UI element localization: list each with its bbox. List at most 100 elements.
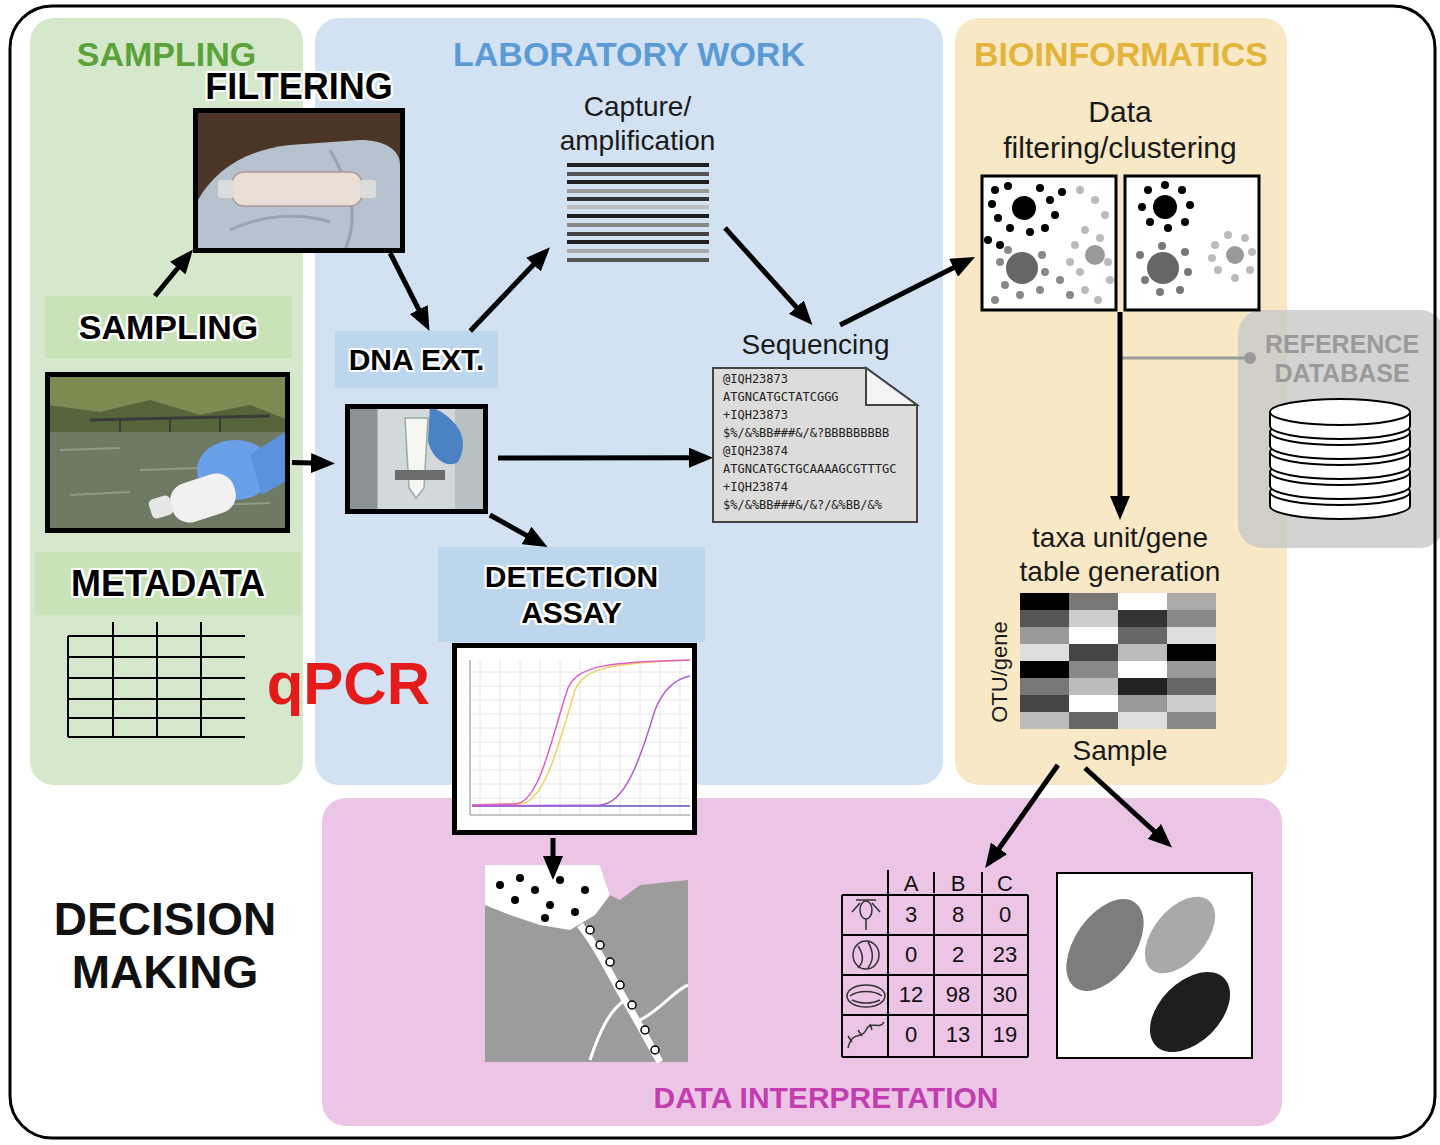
sampling-map bbox=[606, 958, 614, 966]
text-holder: 8 bbox=[934, 896, 982, 934]
sampling-map bbox=[590, 1000, 625, 1060]
sampling-map bbox=[556, 876, 564, 884]
text-holder: REFERENCE DATABASE bbox=[1244, 326, 1440, 392]
cluster-plots bbox=[1094, 296, 1102, 304]
cluster-plots bbox=[1085, 245, 1105, 265]
otu-heatmap bbox=[1167, 712, 1216, 729]
text-holder: @IQH23874 bbox=[723, 443, 913, 460]
table-cell: 19 bbox=[993, 1022, 1017, 1048]
photo-box: FILTERING bbox=[193, 76, 405, 253]
column-header: A bbox=[904, 871, 919, 897]
cluster-plots bbox=[1184, 268, 1192, 276]
cluster-plots bbox=[1004, 182, 1012, 190]
table-cell: 0 bbox=[999, 902, 1011, 928]
amplicon-stripes bbox=[567, 249, 709, 253]
sampling-map bbox=[586, 926, 594, 934]
otu-heatmap bbox=[1118, 661, 1167, 678]
text-holder: 30 bbox=[982, 976, 1028, 1014]
cluster-plots bbox=[1076, 186, 1084, 194]
otu-heatmap bbox=[1020, 678, 1069, 695]
stage-panel: Data filtering/clusteringtaxa unit/gene … bbox=[955, 18, 1287, 785]
axis-label: Sample bbox=[1073, 734, 1168, 768]
cluster-plots bbox=[991, 186, 999, 194]
text-holder: 3 bbox=[888, 896, 934, 934]
otu-heatmap bbox=[1020, 627, 1069, 644]
panel-heading: REFERENCE DATABASE bbox=[1248, 330, 1436, 388]
cluster-plots bbox=[991, 246, 1074, 304]
qpcr-amplification-plot bbox=[472, 660, 690, 805]
text-holder: 2 bbox=[934, 936, 982, 974]
cluster-plots bbox=[1006, 252, 1038, 284]
sampling-map bbox=[485, 865, 688, 1062]
otu-heatmap bbox=[1167, 610, 1216, 627]
cluster-plots bbox=[1231, 274, 1239, 282]
text-holder: FILTERING bbox=[193, 68, 405, 106]
otu-heatmap bbox=[1167, 644, 1216, 661]
sampling-map bbox=[600, 865, 688, 900]
qpcr-amplification-plot bbox=[455, 646, 695, 833]
shape-outline bbox=[30, 18, 303, 785]
flow-arrow bbox=[155, 267, 179, 296]
filter-photo bbox=[196, 111, 403, 251]
text-holder: 23 bbox=[982, 936, 1028, 974]
table-cell: 0 bbox=[905, 942, 917, 968]
text-holder: +IQH23873 bbox=[723, 407, 913, 424]
text-holder: B bbox=[934, 868, 982, 900]
heading-band: SAMPLING bbox=[45, 296, 292, 358]
database-panel: REFERENCE DATABASE bbox=[1238, 310, 1440, 548]
sequence-line: ATGNCATGCTGCAAAAGCGTTTGC bbox=[723, 462, 896, 476]
step-label: Sequencing bbox=[742, 328, 890, 362]
cluster-plots bbox=[1224, 231, 1232, 239]
text-holder: Sample bbox=[985, 731, 1255, 771]
otu-heatmap bbox=[1020, 644, 1069, 661]
step-heading: METADATA bbox=[71, 562, 265, 605]
sequence-line: +IQH23873 bbox=[723, 408, 788, 422]
filter-photo bbox=[196, 111, 403, 251]
cluster-plots bbox=[1036, 286, 1044, 294]
shape-fill bbox=[322, 798, 1282, 1126]
ordination-plot bbox=[1135, 957, 1245, 1067]
sampling-map bbox=[628, 1001, 636, 1009]
assay-box: DETECTION ASSAYqPCR bbox=[438, 547, 705, 837]
cluster-plots bbox=[1178, 186, 1186, 194]
amplicon-stripes bbox=[567, 197, 709, 201]
otu-heatmap bbox=[1167, 593, 1216, 610]
cluster-plots bbox=[1036, 184, 1044, 192]
cluster-plots bbox=[1181, 248, 1189, 256]
axis-label: OTU/gene bbox=[987, 621, 1013, 723]
cluster-plots bbox=[982, 176, 1116, 310]
otu-heatmap bbox=[1118, 593, 1167, 610]
sequence-line: $%/&%BB###&/&?/&%BB/&% bbox=[723, 498, 882, 512]
text-holder: 19 bbox=[982, 1016, 1028, 1054]
amplicon-stripes bbox=[567, 232, 709, 236]
text-holder: OTU/gene bbox=[986, 617, 1014, 727]
text-holder: 12 bbox=[888, 976, 934, 1014]
cluster-plots bbox=[1246, 266, 1254, 274]
cluster-plots bbox=[1208, 231, 1256, 282]
heading-band: METADATA bbox=[35, 552, 301, 615]
cluster-plots bbox=[1041, 224, 1049, 232]
text-holder: DECISION MAKING bbox=[40, 890, 290, 1002]
amplicon-stripes bbox=[567, 214, 709, 218]
filter-photo bbox=[230, 216, 330, 230]
cluster-plots bbox=[1147, 252, 1179, 284]
otu-heatmap bbox=[1069, 678, 1118, 695]
text-holder: @IQH23873 bbox=[723, 371, 913, 388]
dna-extraction-photo bbox=[348, 406, 486, 512]
cluster-plots bbox=[1141, 276, 1149, 284]
text-holder: LABORATORY WORK bbox=[315, 28, 943, 80]
otu-heatmap bbox=[1020, 593, 1069, 610]
cluster-plots bbox=[1096, 234, 1104, 242]
filter-photo bbox=[198, 140, 400, 250]
table-cell: 98 bbox=[946, 982, 970, 1008]
otu-heatmap bbox=[1118, 610, 1167, 627]
cluster-plots bbox=[1156, 288, 1164, 296]
table-cell: 30 bbox=[993, 982, 1017, 1008]
fastq-document bbox=[713, 368, 917, 522]
process-step: taxa unit/gene table generationOTU/geneS… bbox=[985, 520, 1255, 765]
table-cell: 12 bbox=[899, 982, 923, 1008]
outer-frame bbox=[10, 6, 1435, 1138]
sampling-map bbox=[580, 925, 660, 1062]
cluster-plots bbox=[988, 200, 996, 208]
otu-heatmap bbox=[1118, 695, 1167, 712]
